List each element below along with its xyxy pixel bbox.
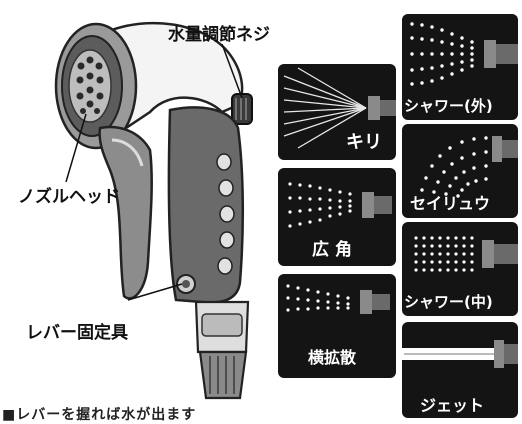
usage-note: ■レバーを握れば水が出ます	[2, 407, 197, 423]
trigger-lever	[98, 125, 153, 300]
mode-tile-mist: キリ	[278, 64, 396, 160]
mode-label-seiryu: セイリュウ	[410, 194, 491, 213]
mode-label-shower-center: シャワー(中)	[404, 293, 493, 311]
flow-adjust-screw	[231, 93, 253, 125]
mode-label-horizontal-spread: 横拡散	[308, 348, 357, 367]
leader-line-lever-lock	[127, 283, 183, 301]
leader-line-nozzle-head	[65, 113, 87, 183]
mode-tile-shower-center: シャワー(中)	[402, 222, 518, 316]
label-nozzle-head: ノズルヘッド	[18, 187, 120, 207]
mode-tile-jet: ジェット	[402, 322, 518, 418]
leader-line-flow-screw	[221, 43, 243, 99]
handle-grip	[167, 106, 245, 304]
mode-label-wide-angle: 広角	[312, 240, 358, 260]
mode-label-jet: ジェット	[420, 396, 485, 415]
hose-spray-nozzle-illustration	[54, 21, 253, 400]
label-flow-adjust-screw: 水量調節ネジ	[168, 25, 270, 45]
mode-label-shower-outer: シャワー(外)	[404, 97, 493, 115]
mode-tile-shower-outer: シャワー(外)	[402, 14, 518, 120]
mode-tile-seiryu: セイリュウ	[402, 124, 518, 218]
label-lever-lock: レバー固定具	[26, 323, 128, 343]
mode-label-mist: キリ	[346, 132, 382, 153]
mode-tile-wide-angle: 広角	[278, 168, 396, 266]
mode-tile-horizontal-spread: 横拡散	[278, 274, 396, 378]
